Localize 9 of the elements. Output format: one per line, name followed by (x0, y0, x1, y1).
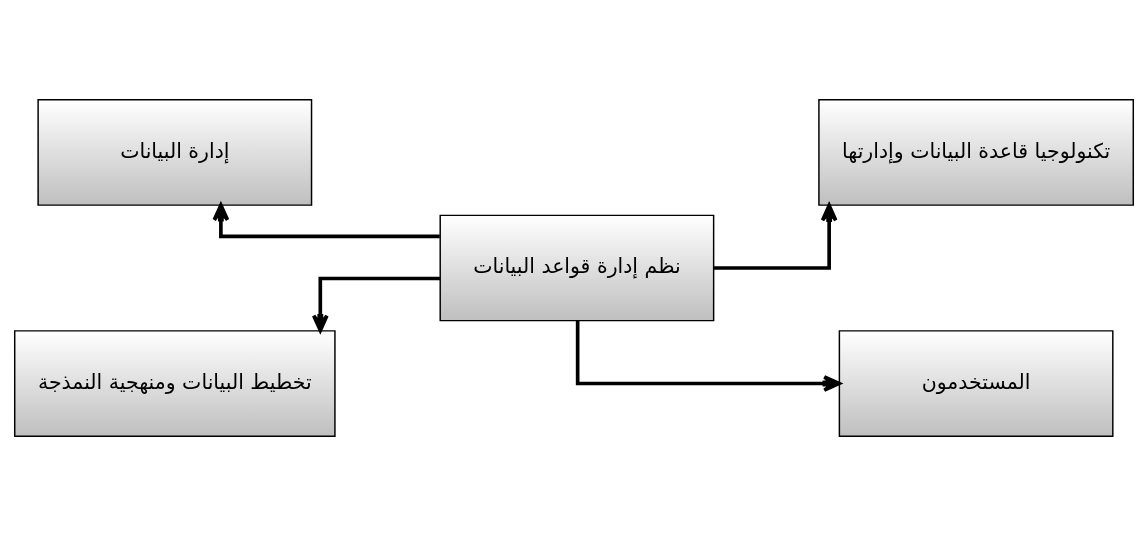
node-box: تكنولوجيا قاعدة البيانات وإدارتها (818, 99, 1134, 206)
node-box: إدارة البيانات (37, 99, 313, 206)
node-box: تخطيط البيانات ومنهجية النمذجة (14, 330, 336, 437)
node-box: المستخدمون (838, 330, 1114, 437)
arrow (311, 276, 440, 333)
arrow (713, 203, 838, 270)
arrow (212, 203, 440, 239)
node-box: نظم إدارة قواعد البيانات (439, 214, 715, 322)
arrow (575, 321, 841, 392)
